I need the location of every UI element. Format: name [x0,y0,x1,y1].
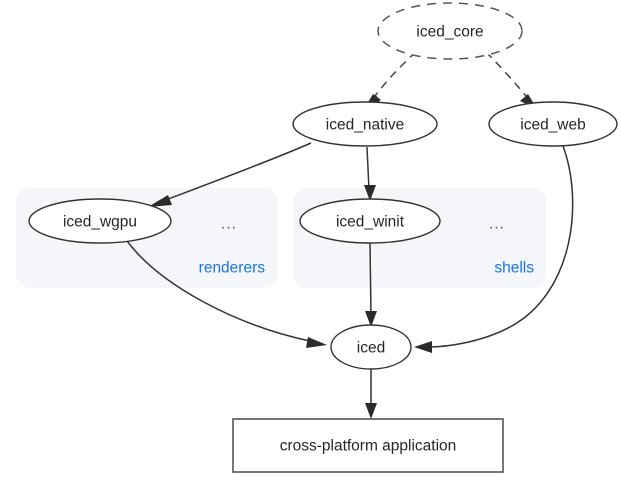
node-application-label: cross-platform application [280,438,457,455]
node-iced-native[interactable]: iced_native [292,101,438,147]
node-iced-core-shape[interactable] [377,2,523,60]
edge-web-to-iced-arrow [414,341,432,353]
node-iced[interactable]: iced [330,324,412,370]
renderers-ellipsis-marker: ... [221,216,237,233]
cluster-renderers-label: renderers [199,260,266,277]
edge-web-to-iced-line [427,145,574,348]
edge-wgpu-to-iced-arrow [306,337,327,348]
node-application[interactable]: cross-platform application [232,418,504,473]
edge-native-to-wgpu [148,142,312,207]
edge-wgpu-to-iced-line [126,240,311,342]
edge-core-to-web-line [485,51,531,102]
edge-web-to-iced [414,145,574,353]
cluster-shells-label: shells [494,260,534,277]
node-iced-label: iced [357,340,385,357]
node-iced-winit-shape[interactable] [299,198,441,244]
edge-winit-to-iced-line [369,242,372,317]
edge-core-to-native-line [371,51,417,101]
edge-core-to-native [364,51,417,109]
edge-winit-to-iced [365,242,377,327]
node-iced-web[interactable]: iced_web [488,101,618,147]
edge-winit-to-iced-arrow [365,311,377,327]
node-iced-shape[interactable] [330,324,412,370]
node-iced-wgpu-shape[interactable] [28,198,172,244]
node-iced-web-shape[interactable] [488,101,618,147]
shells-ellipsis-marker: ... [489,216,505,233]
node-iced-native-shape[interactable] [292,101,438,147]
edge-wgpu-to-iced [126,240,327,348]
node-application-shape[interactable] [232,418,504,473]
node-iced-winit[interactable]: iced_winit [299,198,441,244]
edge-native-to-wgpu-line [162,142,312,202]
node-iced-web-label: iced_web [520,117,586,134]
edge-iced-to-application [365,369,377,419]
node-iced-core[interactable]: iced_core [377,2,523,60]
edge-core-to-web [485,51,537,109]
edge-native-to-winit-arrow [364,185,376,201]
node-iced-winit-label: iced_winit [336,214,405,231]
node-iced-core-label: iced_core [416,24,483,41]
node-iced-wgpu-label: iced_wgpu [63,214,137,231]
node-iced-native-label: iced_native [326,117,404,134]
edge-native-to-winit-line [366,146,370,191]
edge-iced-to-application-arrow [365,403,377,419]
node-iced-wgpu[interactable]: iced_wgpu [28,198,172,244]
edge-native-to-wgpu-arrow [148,195,172,207]
edge-native-to-winit [364,146,376,201]
